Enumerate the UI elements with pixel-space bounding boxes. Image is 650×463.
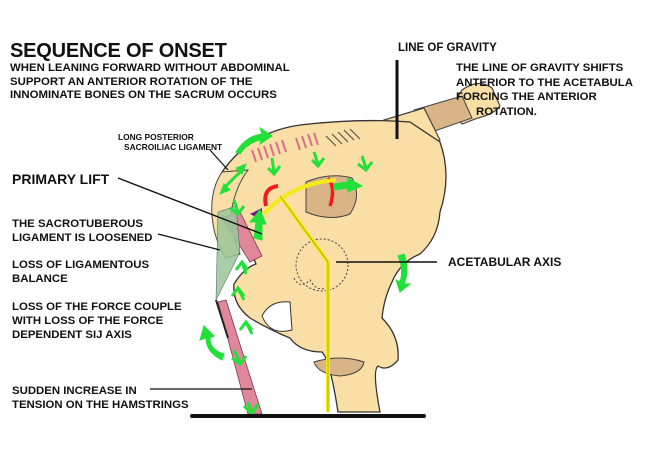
sacrotuberous-label: THE SACROTUBEROUS LIGAMENT IS LOOSENED — [12, 217, 153, 245]
leader-sacrotuberous — [157, 233, 221, 251]
arrow-up-3-icon — [238, 319, 254, 335]
arrow-up-1-icon — [234, 259, 250, 275]
gravity-shift-line: ROTATION. — [476, 105, 537, 118]
balance-line: BALANCE — [12, 273, 68, 285]
posterior-border-line — [215, 299, 229, 339]
arrow-down-1-icon — [266, 157, 282, 177]
arrow-down-ham-icon — [231, 349, 248, 367]
acetabular-axis-label: ACETABULAR AXIS — [448, 255, 562, 269]
arrow-rotation-top-icon — [235, 126, 273, 155]
subtitle-line: SUPPORT AN ANTERIOR ROTATION OF THE — [10, 75, 253, 88]
acetabular-axis-outline — [279, 195, 329, 412]
arrowhead-double-top-icon — [235, 163, 247, 175]
iliolumbar-ligament-hatching — [325, 128, 361, 147]
arrow-rotation-right-icon — [395, 253, 412, 293]
arrow-anterior-icon — [333, 177, 364, 193]
ligament-label-line: SACROILIAC LIGAMENT — [124, 142, 223, 152]
sacrotuberous-line: THE SACROTUBEROUS — [12, 218, 143, 230]
hamstrings-line: TENSION ON THE HAMSTRINGS — [12, 399, 189, 411]
acetabulum-outline — [295, 238, 349, 292]
arrowhead-double-bottom-icon — [219, 183, 231, 195]
force-couple-line: LOSS OF THE FORCE COUPLE — [12, 301, 182, 313]
subtitle: WHEN LEANING FORWARD WITHOUT ABDOMINAL S… — [10, 62, 290, 103]
arrow-lift-up-icon — [248, 209, 267, 241]
arrow-rotation-lower-icon — [199, 325, 225, 361]
hamstrings-label: SUDDEN INCREASE IN TENSION ON THE HAMSTR… — [12, 384, 189, 412]
leader-long-posterior — [209, 149, 229, 171]
arrow-down-2-icon — [310, 151, 326, 169]
force-arrows — [199, 126, 412, 417]
primary-lift-label: PRIMARY LIFT — [12, 171, 110, 187]
sacrotuberous-line: LIGAMENT IS LOOSENED — [12, 232, 153, 244]
leader-primary-lift — [117, 177, 263, 235]
page-title: SEQUENCE OF ONSET — [10, 40, 227, 62]
posterior-ligament-hatching — [251, 132, 319, 163]
arrow-up-2-icon — [230, 285, 246, 301]
obturator-foramen — [261, 301, 293, 332]
subtitle-line: WHEN LEANING FORWARD WITHOUT ABDOMINAL — [10, 62, 290, 74]
force-couple-line: WITH LOSS OF THE FORCE — [12, 315, 164, 327]
long-posterior-ligament-label: LONG POSTERIOR SACROILIAC LIGAMENT — [118, 132, 222, 152]
ligamentous-balance-label: LOSS OF LIGAMENTOUS BALANCE — [12, 258, 149, 286]
balance-line: LOSS OF LIGAMENTOUS — [12, 259, 150, 271]
arrow-down-4-icon — [229, 199, 246, 217]
lift-mark-red-left — [263, 184, 279, 207]
line-of-gravity-label: LINE OF GRAVITY — [398, 42, 497, 54]
subtitle-line: INNOMINATE BONES ON THE SACRUM OCCURS — [10, 89, 277, 102]
gravity-shift-line: THE LINE OF GRAVITY SHIFTS — [456, 62, 624, 74]
gravity-shift-line: FORCING THE ANTERIOR — [456, 91, 597, 104]
force-couple-label: LOSS OF THE FORCE COUPLE WITH LOSS OF TH… — [12, 300, 182, 342]
hamstrings-line: SUDDEN INCREASE IN — [12, 385, 137, 397]
ligament-label-line: LONG POSTERIOR — [118, 132, 194, 142]
gravity-shift-line: ANTERIOR TO THE ACETABULA — [456, 76, 633, 89]
arrow-down-3-icon — [357, 155, 374, 173]
force-couple-line: DEPENDENT SIJ AXIS — [12, 329, 132, 341]
gravity-shift-label: THE LINE OF GRAVITY SHIFTS ANTERIOR TO T… — [456, 61, 633, 119]
ilium-bone — [221, 119, 447, 413]
acetabulum-notch — [293, 277, 331, 290]
